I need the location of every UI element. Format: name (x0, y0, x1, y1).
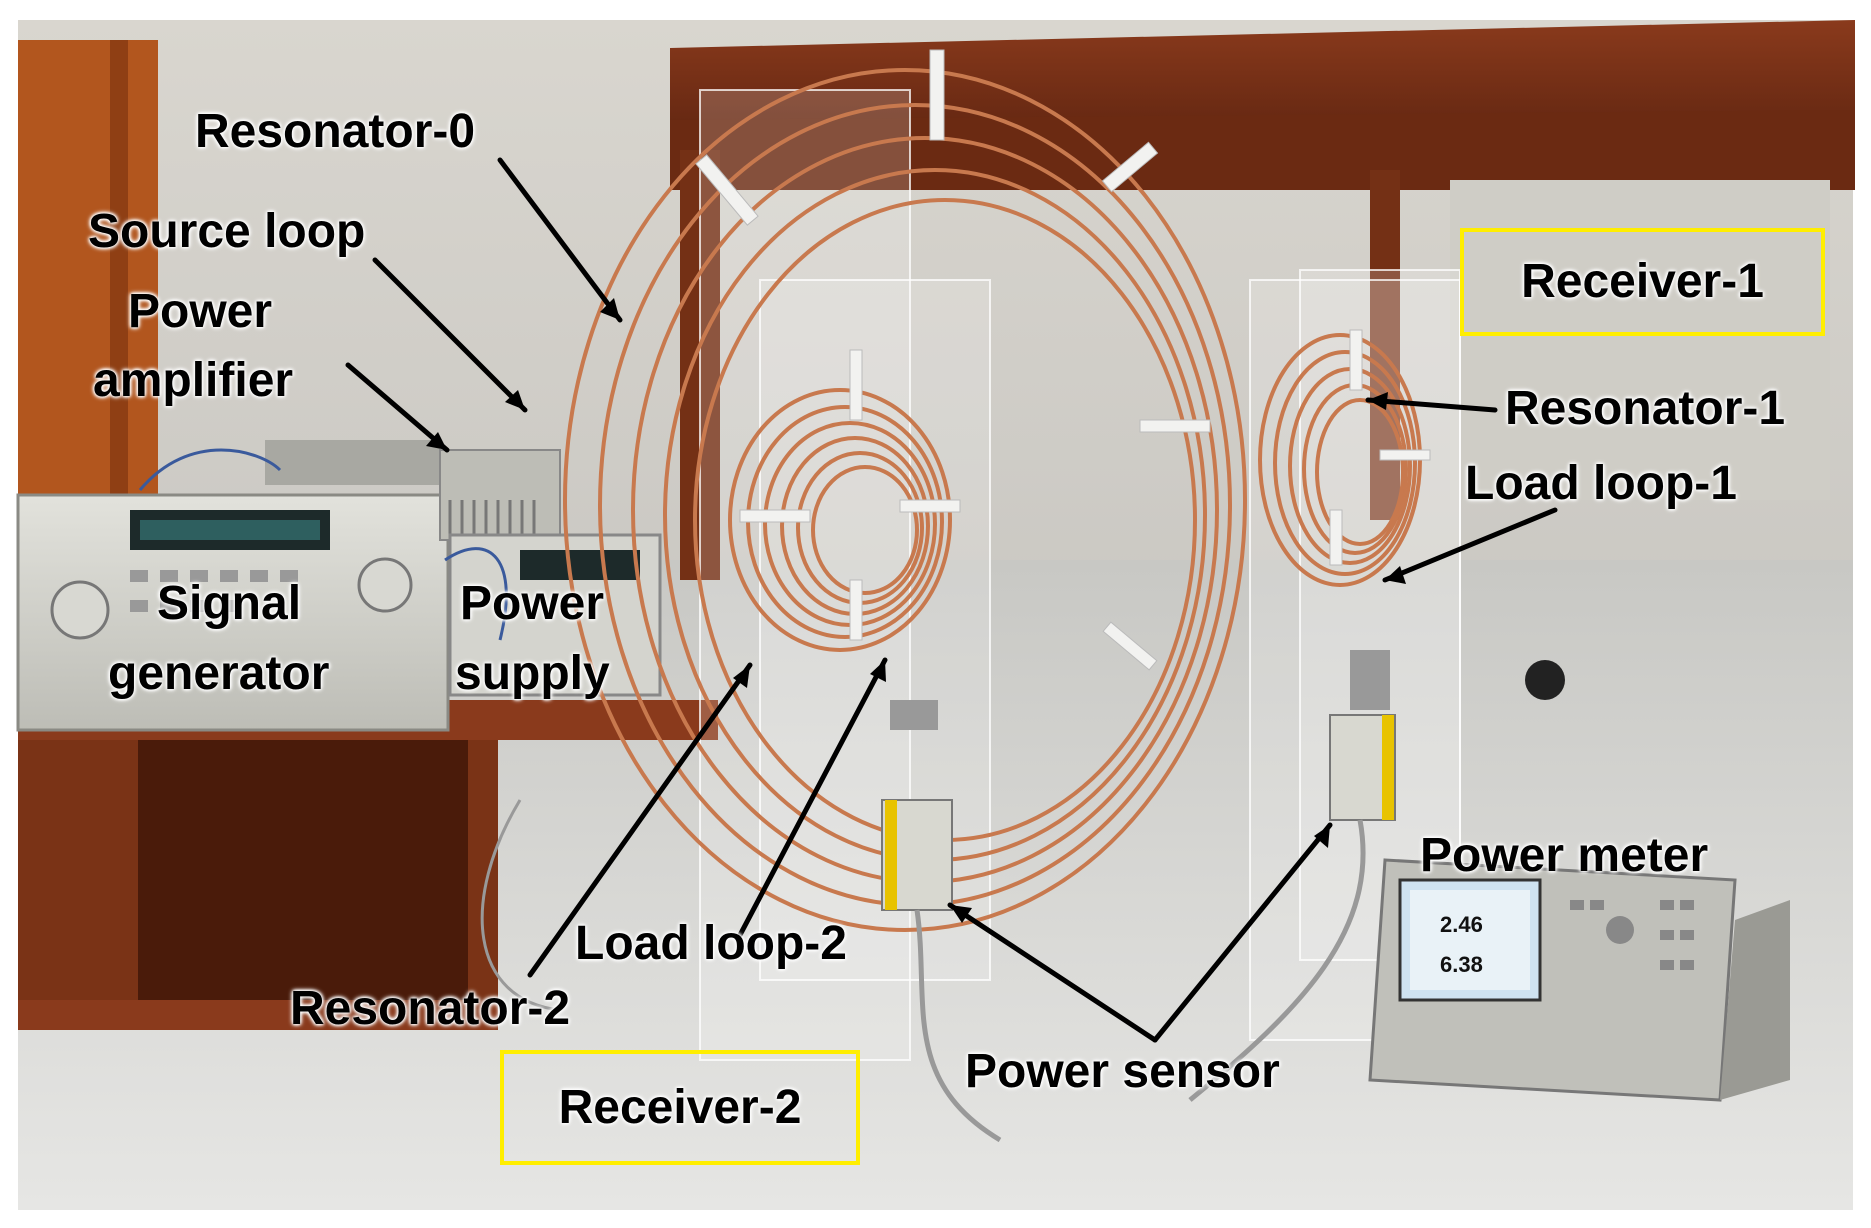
label-receiver-1: Receiver-1 (1521, 255, 1764, 308)
power-supply-device (448, 533, 662, 697)
label-load-loop-1: Load loop-1 (1465, 457, 1737, 510)
meter-reading-1: 2.46 (1440, 912, 1483, 937)
power-sensor-2 (881, 700, 1002, 1143)
label-power-amplifier-line2: amplifier (93, 354, 294, 407)
label-receiver-2: Receiver-2 (558, 1080, 802, 1134)
label-resonator-2: Resonator-2 (290, 982, 571, 1035)
signal-generator-device (16, 493, 450, 732)
label-load-loop-2: Load loop-2 (575, 917, 847, 970)
label-signal-generator-line1: Signal (157, 577, 302, 630)
label-signal-generator-line2: generator (108, 647, 330, 700)
wooden-table (670, 20, 1855, 700)
label-power-meter: Power meter (1420, 829, 1709, 882)
receiver-2-box: Receiver-2 (500, 1050, 860, 1165)
label-resonator-0: Resonator-0 (195, 105, 476, 158)
power-sensor-1 (1188, 650, 1396, 1102)
meter-reading-2: 6.38 (1440, 952, 1483, 977)
label-power-sensor: Power sensor (965, 1045, 1280, 1098)
label-power-supply-line1: Power (460, 577, 605, 630)
power-meter-device: 2.46 6.38 (1368, 858, 1790, 1102)
label-power-supply-line2: supply (455, 647, 610, 700)
arrow-heads (426, 298, 1406, 923)
door-frame (18, 40, 158, 510)
label-resonator-1: Resonator-1 (1505, 382, 1786, 435)
power-amplifier-device (265, 440, 561, 541)
label-power-amplifier-line1: Power (128, 285, 273, 338)
receiver-1-box: Receiver-1 (1460, 228, 1825, 336)
annotation-arrows (345, 157, 1558, 1043)
label-source-loop: Source loop (88, 205, 366, 258)
